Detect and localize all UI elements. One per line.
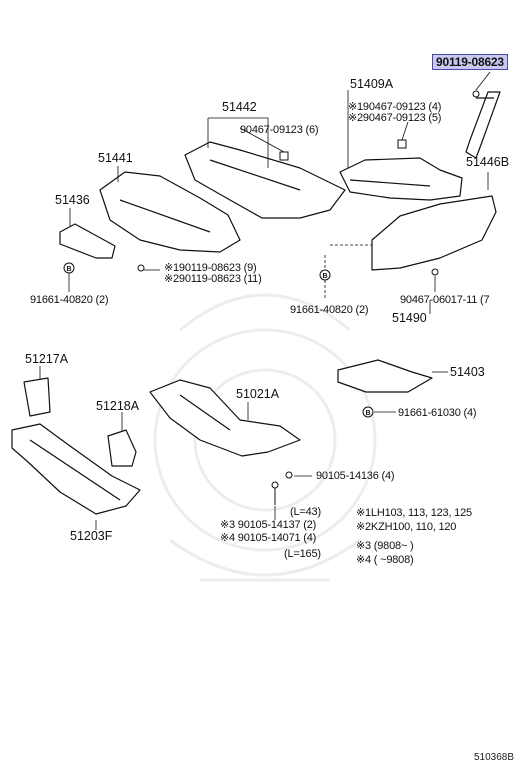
watermark-emblem <box>153 293 377 582</box>
bolt-icon <box>431 268 439 276</box>
svg-text:B: B <box>322 273 327 280</box>
part-label-90105-14137[interactable]: ※3 90105-14137 (2) <box>220 519 317 531</box>
marker-b-icon <box>362 406 374 418</box>
part-51436 <box>59 223 116 259</box>
bolt-icon <box>285 471 293 479</box>
note-2: ※2KZH100, 110, 120 <box>356 521 457 533</box>
part-label-51217a[interactable]: 51217A <box>25 352 69 366</box>
diagram-code: 510368B <box>474 752 515 763</box>
part-label-51203f[interactable]: 51203F <box>70 529 113 543</box>
part-label-190467-09123[interactable]: ※190467-09123 (4) <box>348 101 442 113</box>
part-label-51446b[interactable]: 51446B <box>466 155 510 169</box>
part-51409a <box>339 157 463 201</box>
part-label-51490[interactable]: 51490 <box>392 311 427 325</box>
part-label-51442[interactable]: 51442 <box>222 100 257 114</box>
part-label-190119-08623[interactable]: ※190119-08623 (9) <box>164 262 257 274</box>
part-label-51409a[interactable]: 51409A <box>350 77 394 91</box>
bolt-icon <box>271 481 279 489</box>
part-51021a <box>149 379 301 457</box>
part-label-51021a[interactable]: 51021A <box>236 387 280 401</box>
part-label-91661-61030[interactable]: 91661-61030 (4) <box>398 407 477 419</box>
bolt-icon <box>472 90 480 98</box>
part-label-290467-09123[interactable]: ※290467-09123 (5) <box>348 112 442 124</box>
grommet-icon <box>397 139 407 149</box>
part-label-91661-40820-b[interactable]: 91661-40820 (2) <box>290 304 369 316</box>
part-label-90467-06017-11[interactable]: 90467-06017-11 (7 <box>400 294 490 306</box>
svg-text:B: B <box>365 410 370 417</box>
note-4: ※4 ( ~9808) <box>356 554 414 566</box>
part-51403 <box>337 359 433 393</box>
part-51441 <box>99 171 241 253</box>
svg-text:B: B <box>66 266 71 273</box>
part-label-90467-09123[interactable]: 90467-09123 (6) <box>240 124 319 136</box>
part-label-51441[interactable]: 51441 <box>98 151 133 165</box>
part-label-290119-08623[interactable]: ※290119-08623 (11) <box>164 273 262 285</box>
bolt-icon <box>137 264 145 272</box>
part-51490 <box>371 195 497 271</box>
part-label-51436[interactable]: 51436 <box>55 193 90 207</box>
part-label-51403[interactable]: 51403 <box>450 365 485 379</box>
part-51442 <box>184 141 346 219</box>
part-label-91661-40820-a[interactable]: 91661-40820 (2) <box>30 294 109 306</box>
length-label-43: (L=43) <box>290 506 321 518</box>
part-label-51218a[interactable]: 51218A <box>96 399 140 413</box>
part-label-90119-08623[interactable]: 90119-08623 <box>432 54 508 70</box>
part-label-90105-14071[interactable]: ※4 90105-14071 (4) <box>220 532 317 544</box>
note-3: ※3 (9808~ ) <box>356 540 414 552</box>
part-51217a <box>23 377 51 417</box>
grommet-icon <box>279 151 289 161</box>
length-label-165: (L=165) <box>284 548 321 560</box>
part-51446b <box>465 91 501 159</box>
part-51218a <box>107 429 137 467</box>
part-label-90105-14136[interactable]: 90105-14136 (4) <box>316 470 395 482</box>
note-1: ※1LH103, 113, 123, 125 <box>356 507 472 519</box>
